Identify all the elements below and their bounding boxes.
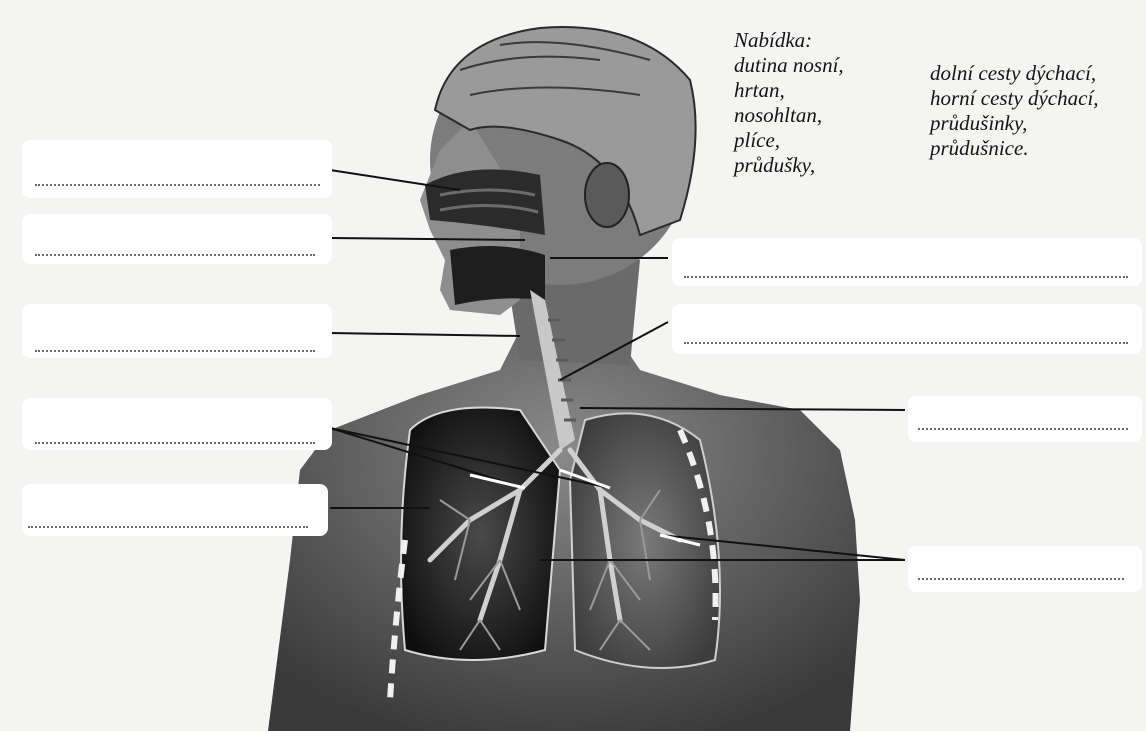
answer-box-5[interactable]: [22, 484, 328, 536]
answer-line-3[interactable]: [35, 350, 315, 352]
word-menu-column-2: dolní cesty dýchací, horní cesty dýchací…: [930, 61, 1099, 161]
word-item: průdušnice.: [930, 136, 1099, 161]
oral-cavity: [450, 246, 545, 305]
word-item: plíce,: [734, 128, 844, 153]
word-item: hrtan,: [734, 78, 844, 103]
answer-line-9[interactable]: [918, 578, 1124, 580]
answer-box-2[interactable]: [22, 214, 332, 264]
answer-box-7[interactable]: [672, 304, 1142, 354]
word-item: dolní cesty dýchací,: [930, 61, 1099, 86]
word-item: dutina nosní,: [734, 53, 844, 78]
torso: [268, 300, 860, 731]
answer-line-2[interactable]: [35, 254, 315, 256]
word-item: horní cesty dýchací,: [930, 86, 1099, 111]
answer-box-6[interactable]: [672, 238, 1142, 286]
answer-line-7[interactable]: [684, 342, 1128, 344]
answer-box-9[interactable]: [908, 546, 1142, 592]
word-menu-column-1: Nabídka: dutina nosní, hrtan, nosohltan,…: [734, 28, 844, 178]
answer-line-5[interactable]: [28, 526, 308, 528]
answer-box-8[interactable]: [908, 396, 1142, 442]
word-item: průdušky,: [734, 153, 844, 178]
answer-line-1[interactable]: [35, 184, 320, 186]
word-menu-heading: Nabídka:: [734, 28, 844, 53]
right-lung: [570, 413, 720, 668]
word-item: nosohltan,: [734, 103, 844, 128]
word-item: průdušinky,: [930, 111, 1099, 136]
answer-box-1[interactable]: [22, 140, 332, 198]
answer-line-6[interactable]: [684, 276, 1128, 278]
answer-line-8[interactable]: [918, 428, 1128, 430]
answer-line-4[interactable]: [35, 442, 315, 444]
ear: [585, 163, 629, 227]
